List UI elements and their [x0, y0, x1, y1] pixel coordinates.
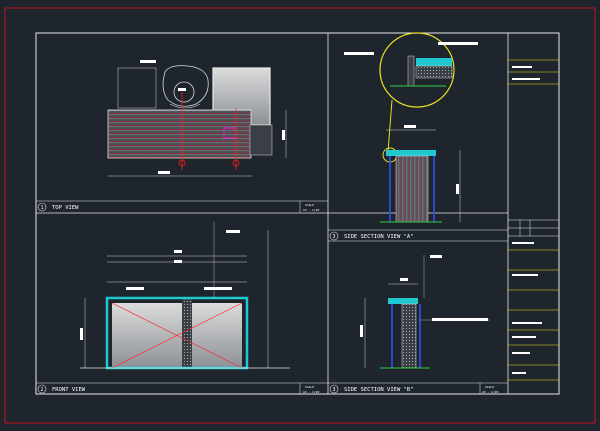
- side-b-title: SIDE SECTION VIEW "B": [344, 387, 414, 393]
- side-b-leader-text: [432, 318, 488, 321]
- detail-bubble-post: [407, 55, 415, 87]
- detail-bubble[interactable]: [379, 32, 455, 108]
- title-block-text-2: [512, 78, 540, 80]
- inner-white-border: [35, 32, 560, 395]
- detail-leader: [387, 99, 393, 153]
- title-block-text-1: [512, 66, 532, 68]
- side-b-scale-value: A3 - 1/20: [482, 390, 498, 394]
- title-block-text-6: [512, 336, 536, 338]
- side-section-b: [360, 255, 490, 369]
- desk-top-wood: [107, 109, 252, 159]
- outer-red-border: [4, 7, 596, 424]
- top-view-number-circle: [37, 202, 47, 212]
- section-marker-a[interactable]: [178, 159, 186, 167]
- top-view-title: TOP VIEW: [52, 205, 79, 211]
- return-top: [249, 124, 273, 156]
- front-view-scale-value: A3 - 1/20: [303, 390, 319, 394]
- section-marker-b[interactable]: [232, 159, 240, 167]
- chair-icon: [162, 65, 209, 107]
- top-view-scale-label: SCALE: [305, 203, 314, 207]
- front-panel-right: [192, 303, 242, 368]
- dim-text-bottom: [158, 171, 170, 174]
- front-label-2: [204, 287, 232, 290]
- detail-bubble-cap: [416, 58, 452, 66]
- side-a-panel: [395, 155, 429, 223]
- top-view-title-bar: 1 TOP VIEW SCALE A3 - 1/20: [36, 200, 328, 213]
- front-panel-left: [112, 303, 182, 368]
- front-dim-text-left: [80, 328, 83, 340]
- side-a-dim-text-r: [456, 184, 459, 194]
- top-view-scale-value: A3 - 1/20: [303, 208, 319, 212]
- title-block-text-8: [512, 372, 526, 374]
- chair-arc: [169, 103, 201, 109]
- side-b-panel: [401, 303, 417, 369]
- side-a-number: 3: [333, 234, 336, 240]
- front-dim-text-2: [174, 260, 182, 263]
- front-view: [80, 222, 290, 370]
- side-b-leader-text-2: [430, 255, 442, 258]
- side-a-top: [386, 150, 436, 156]
- side-b-dim-text: [400, 278, 408, 281]
- front-view-number: 2: [41, 387, 44, 393]
- title-block-text-4: [512, 274, 538, 276]
- front-cross-2: [111, 302, 243, 369]
- title-block-text-3: [512, 242, 534, 244]
- side-a-label-2: [438, 42, 478, 45]
- title-block: [508, 59, 559, 381]
- leader-text-2: [178, 88, 186, 91]
- front-center-leg: [182, 298, 192, 368]
- top-view: [107, 60, 287, 177]
- side-b-top: [388, 298, 418, 304]
- front-label-1: [126, 287, 144, 290]
- front-view-title-bar: 2 FRONT VIEW SCALE A3 - 1/20: [36, 382, 328, 394]
- detail-bubble-panel: [415, 65, 453, 79]
- side-a-number-circle: [329, 231, 339, 241]
- front-view-number-circle: [37, 384, 47, 394]
- front-view-scale-label: SCALE: [305, 385, 314, 389]
- title-block-text-7: [512, 352, 530, 354]
- side-section-a: [344, 32, 478, 223]
- side-b-number-circle: [329, 384, 339, 394]
- side-b-scale-label: SCALE: [485, 385, 494, 389]
- front-dim-text-1: [174, 250, 182, 253]
- top-view-desk-outline: [117, 67, 157, 109]
- side-b-number: 3: [333, 387, 336, 393]
- dim-text-right: [282, 130, 285, 140]
- leader-text-1: [140, 60, 156, 63]
- front-leader-text: [226, 230, 240, 233]
- chair-seat: [173, 81, 195, 103]
- side-b-title-bar: 3 SIDE SECTION VIEW "B" SCALE A3 - 1/20: [328, 382, 508, 394]
- side-a-label-1: [344, 52, 374, 55]
- front-view-title: FRONT VIEW: [52, 387, 86, 393]
- title-block-text-5: [512, 322, 542, 324]
- side-a-title: SIDE SECTION VIEW "A": [344, 234, 414, 240]
- side-a-dim-text: [404, 125, 416, 128]
- side-b-dim-text-left: [360, 325, 363, 337]
- side-a-title-bar: 3 SIDE SECTION VIEW "A": [328, 229, 508, 242]
- top-view-number: 1: [41, 205, 44, 211]
